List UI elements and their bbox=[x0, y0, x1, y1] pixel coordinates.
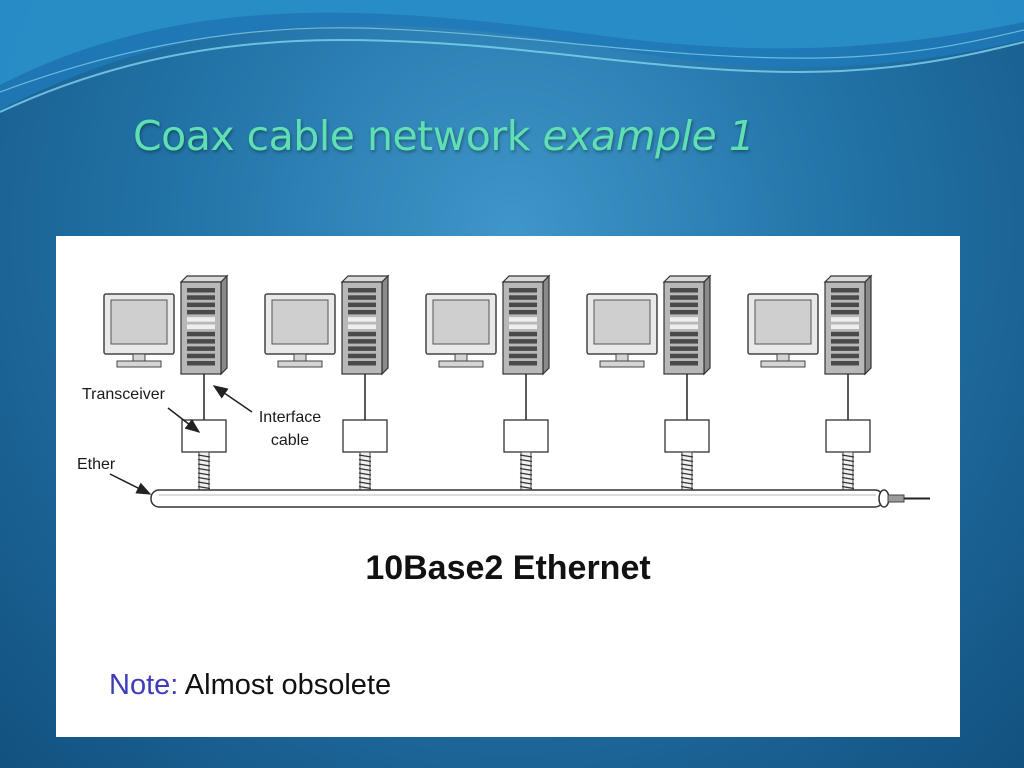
network-diagram: Transceiver Interface cable Ether bbox=[77, 274, 930, 508]
transceiver-box bbox=[825, 419, 871, 453]
diagram-caption: 10Base2 Ethernet bbox=[365, 549, 651, 587]
ether-cable bbox=[150, 489, 930, 508]
monitor-icon bbox=[264, 293, 336, 368]
transceiver-tap bbox=[358, 451, 372, 494]
diagram-figure: Transceiver Interface cable Ether 10Base… bbox=[56, 236, 960, 737]
transceiver-tap bbox=[841, 451, 855, 494]
stations-group bbox=[103, 274, 873, 494]
transceiver-tap bbox=[680, 451, 694, 494]
monitor-icon bbox=[425, 293, 497, 368]
background-wave bbox=[0, 0, 1024, 113]
transceiver-box bbox=[503, 419, 549, 453]
transceiver-tap bbox=[197, 451, 211, 494]
monitor-icon bbox=[103, 293, 175, 368]
server-tower-icon bbox=[662, 274, 712, 376]
server-tower-icon bbox=[179, 274, 229, 376]
transceiver-tap bbox=[519, 451, 533, 494]
slide-title-italic: example 1 bbox=[542, 112, 755, 160]
transceiver-box bbox=[342, 419, 388, 453]
interface-cable-label-line2: cable bbox=[271, 432, 309, 449]
monitor-icon bbox=[747, 293, 819, 368]
station-1 bbox=[103, 274, 229, 494]
server-tower-icon bbox=[501, 274, 551, 376]
note-text: Almost obsolete bbox=[184, 669, 392, 701]
monitor-icon bbox=[586, 293, 658, 368]
server-tower-icon bbox=[823, 274, 873, 376]
transceiver-box bbox=[664, 419, 710, 453]
server-tower-icon bbox=[340, 274, 390, 376]
interface-cable-label-line1: Interface bbox=[259, 409, 321, 426]
ether-label: Ether bbox=[77, 456, 116, 473]
note: Note: Almost obsolete bbox=[109, 669, 391, 702]
ether-arrow bbox=[109, 473, 152, 495]
transceiver-arrow bbox=[167, 407, 201, 433]
station-3 bbox=[425, 274, 551, 494]
transceiver-label: Transceiver bbox=[82, 386, 166, 403]
station-5 bbox=[747, 274, 873, 494]
station-4 bbox=[586, 274, 712, 494]
interface-cable-arrow bbox=[212, 385, 253, 413]
note-label: Note: bbox=[109, 669, 179, 701]
slide-title: Coax cable network example 1 bbox=[133, 112, 755, 160]
station-2 bbox=[264, 274, 390, 494]
slide-title-main: Coax cable network bbox=[133, 112, 530, 160]
